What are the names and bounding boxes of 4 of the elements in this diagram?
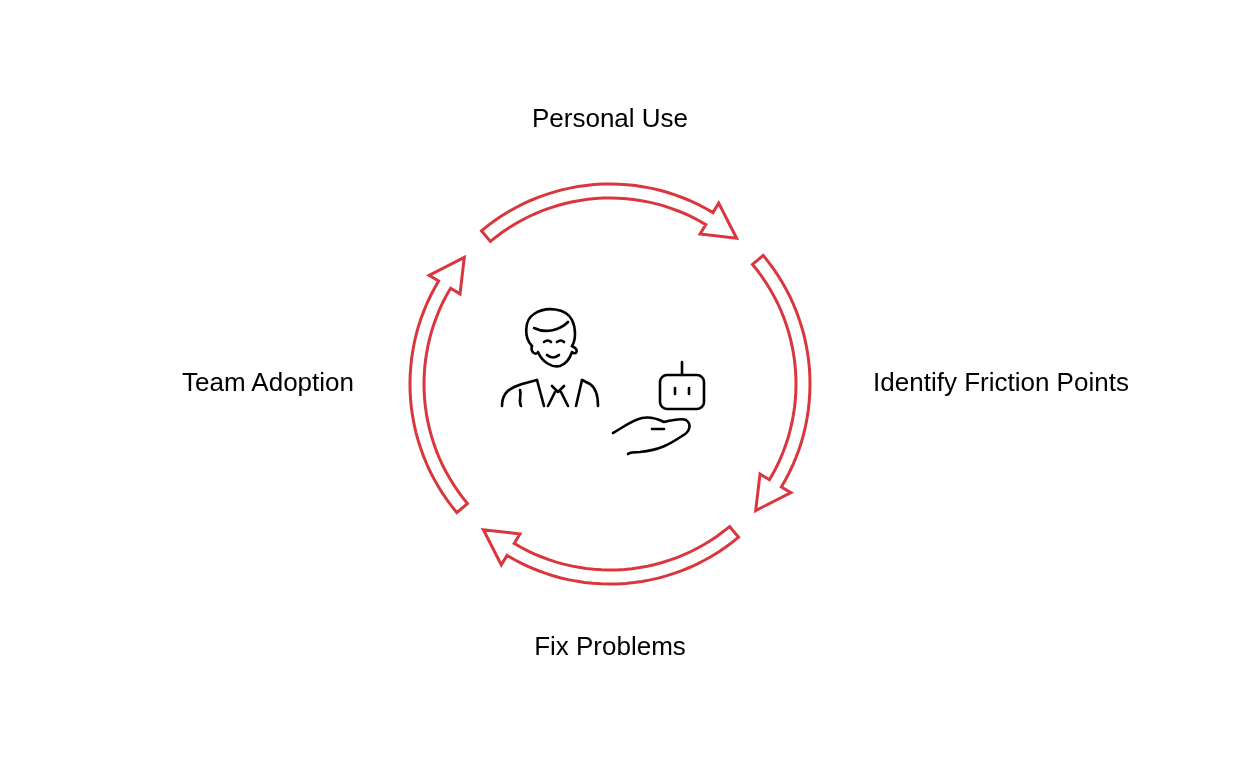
- step-label: Fix Problems: [534, 631, 686, 663]
- step-label: Personal Use: [531, 103, 689, 135]
- step-label: Team Adoption: [182, 367, 354, 399]
- step-label: Identify Friction Points: [873, 367, 1129, 399]
